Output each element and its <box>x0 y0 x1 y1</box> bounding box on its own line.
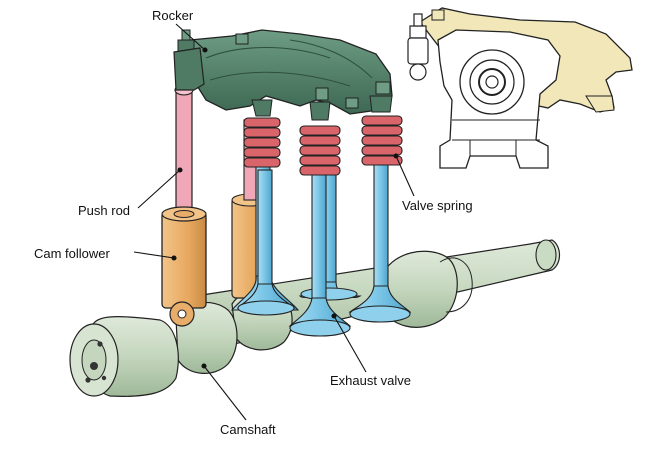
push-rod <box>174 84 194 221</box>
leader-cam-follower <box>133 251 175 259</box>
camshaft <box>69 239 561 397</box>
cam-follower <box>161 206 207 327</box>
label-camshaft: Camshaft <box>220 422 276 437</box>
leader-push-rod <box>137 169 181 209</box>
label-valve-spring: Valve spring <box>402 198 473 213</box>
leader-valve-spring-dot <box>393 153 399 159</box>
leader-cam-follower-dot <box>171 255 177 261</box>
leader-rocker <box>175 23 206 51</box>
leader-lines <box>133 23 415 421</box>
inset-rocker-drawing <box>407 7 633 169</box>
leader-valve-spring <box>395 155 415 197</box>
label-exhaust-valve: Exhaust valve <box>330 373 411 388</box>
label-push-rod: Push rod <box>78 203 131 218</box>
leader-push-rod-dot <box>177 167 183 173</box>
rocker-assembly <box>173 29 393 121</box>
valve-springs <box>243 115 403 176</box>
leader-exhaust-valve <box>333 315 367 373</box>
label-rocker: Rocker <box>152 8 194 23</box>
leader-exhaust-valve-dot <box>331 313 337 319</box>
leader-camshaft-dot <box>201 363 207 369</box>
leader-rocker-dot <box>202 47 208 53</box>
label-cam-follower: Cam follower <box>34 246 110 261</box>
valves <box>230 159 412 337</box>
leader-camshaft <box>203 365 247 421</box>
